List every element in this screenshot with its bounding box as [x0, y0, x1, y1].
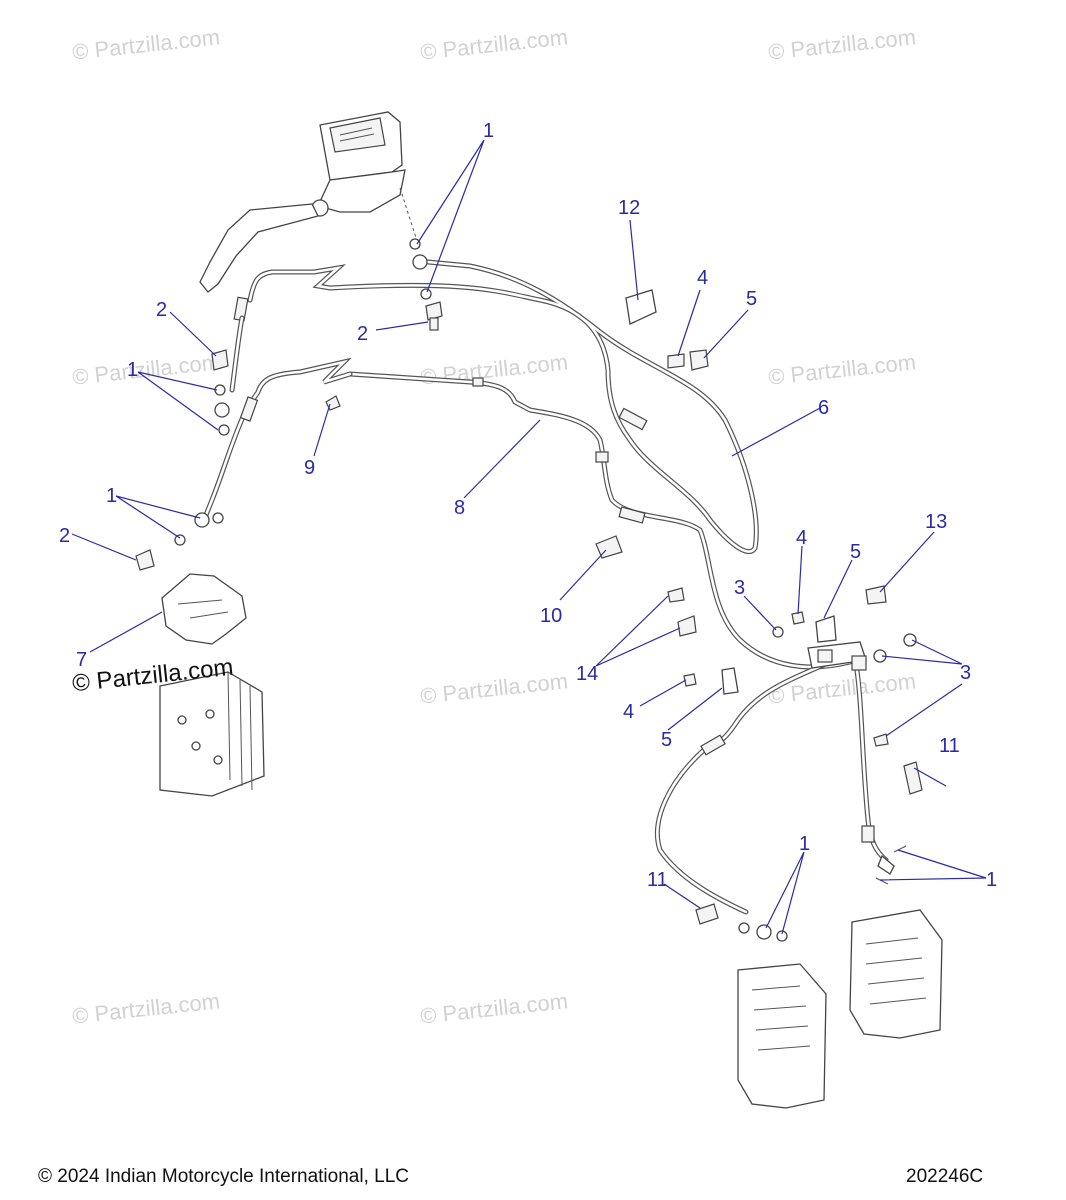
callout-10: 10: [540, 605, 562, 627]
abs-bracket: [161, 573, 247, 645]
master-cylinder: [199, 111, 406, 293]
callout-13: 13: [925, 511, 947, 533]
callout-4: 4: [697, 267, 708, 289]
callout-4: 4: [796, 527, 807, 549]
callout-7: 7: [76, 649, 87, 671]
callout-6: 6: [818, 397, 829, 419]
callout-11: 11: [647, 869, 668, 891]
fittings: [135, 238, 923, 942]
callout-1: 1: [127, 359, 138, 381]
callout-3: 3: [960, 662, 971, 684]
callout-1: 1: [483, 120, 494, 142]
callout-5: 5: [850, 541, 861, 563]
callout-11: 11: [939, 735, 960, 757]
callout-8: 8: [454, 497, 465, 519]
callout-4: 4: [623, 701, 634, 723]
callouts: 1 12 4 5 2 2 1 6 9 8 1 2 13 4 5 3 10 7 1…: [59, 120, 997, 891]
brake-hose-6: [229, 259, 759, 555]
drawing-number: 202246C: [906, 1166, 984, 1187]
copyright-notice: © 2024 Indian Motorcycle International, …: [38, 1166, 409, 1187]
callout-14: 14: [576, 663, 598, 685]
callout-5: 5: [746, 288, 757, 310]
front-brake-lines: [654, 641, 895, 915]
callout-1: 1: [799, 833, 810, 855]
front-calipers: [737, 909, 943, 1109]
leader-lines: [71, 139, 987, 935]
callout-9: 9: [304, 457, 315, 479]
callout-2: 2: [357, 323, 368, 345]
callout-5: 5: [661, 729, 672, 751]
brake-hose-8: [201, 357, 853, 670]
callout-2: 2: [59, 525, 70, 547]
callout-3: 3: [734, 577, 745, 599]
abs-module: [159, 671, 265, 797]
callout-1: 1: [106, 485, 117, 507]
callout-1: 1: [986, 869, 997, 891]
callout-12: 12: [618, 197, 640, 219]
callout-2: 2: [156, 299, 167, 321]
